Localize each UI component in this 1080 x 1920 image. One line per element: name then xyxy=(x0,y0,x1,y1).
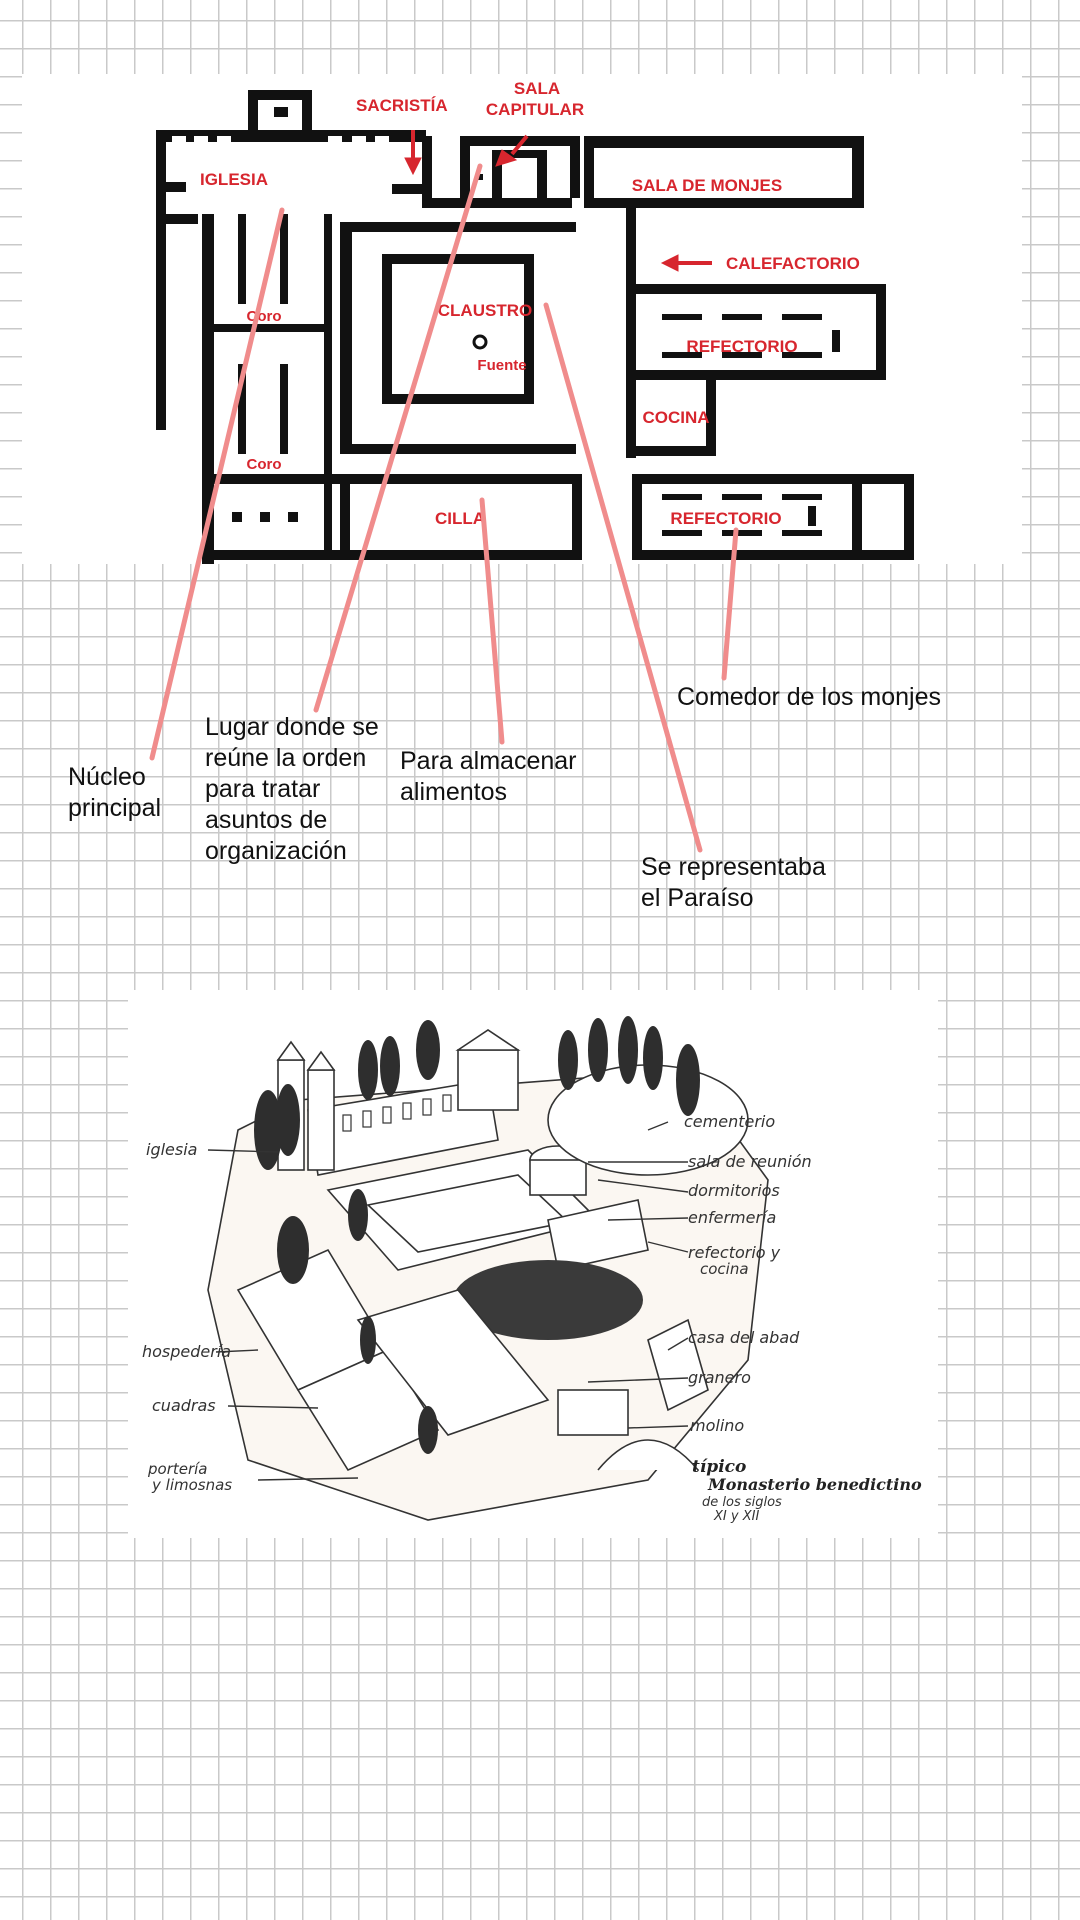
note-lugar-line-2: reúne la orden xyxy=(205,744,367,772)
claustro-label: CLAUSTRO xyxy=(438,301,532,320)
coro-label-2: Coro xyxy=(247,456,282,473)
note-comedor-line-1: Comedor de los monjes xyxy=(677,683,942,711)
note-refectorio: Comedor de los monjes xyxy=(677,682,941,713)
note-paraiso-line-1: Se representaba xyxy=(641,853,826,881)
note-cilla: Para almacenar alimentos xyxy=(400,746,576,808)
sacristia-label: SACRISTÍA xyxy=(356,96,448,115)
aerial-refectorio-label-2: cocina xyxy=(700,1260,749,1278)
aerial-sketch xyxy=(207,1016,769,1521)
fuente-label: Fuente xyxy=(477,357,526,374)
note-nucleo-line-1: Núcleo xyxy=(68,763,146,791)
coro-label-1: Coro xyxy=(247,308,282,325)
note-lugar-line-1: Lugar donde se xyxy=(205,713,379,741)
sala-capitular-label-line1: SALA xyxy=(514,79,560,98)
aerial-enfermeria-label: enfermería xyxy=(688,1208,776,1227)
refectorio-label-2: REFECTORIO xyxy=(670,509,781,528)
aerial-sala-reunion-label: sala de reunión xyxy=(688,1152,812,1171)
refectorio-label-1: REFECTORIO xyxy=(686,337,797,356)
note-almacenar-line-1: Para almacenar xyxy=(400,747,577,775)
aerial-view-panel: iglesia hospedería cuadras portería y li… xyxy=(128,990,938,1538)
cocina-label: COCINA xyxy=(642,408,709,427)
note-claustro: Se representaba el Paraíso xyxy=(641,852,826,914)
note-lugar-line-5: organización xyxy=(205,837,347,865)
aerial-caption-line-1: típico xyxy=(692,1457,746,1477)
aerial-casa-abad-label: casa del abad xyxy=(688,1328,800,1347)
note-lugar-line-3: para tratar xyxy=(205,775,321,803)
aerial-cementerio-label: cementerio xyxy=(684,1112,775,1131)
aerial-caption-line-3: de los siglos xyxy=(702,1495,782,1510)
note-sala-capitular: Lugar donde se reúne la orden para trata… xyxy=(205,712,379,867)
note-paraiso-line-2: el Paraíso xyxy=(641,884,754,912)
aerial-molino-label: molino xyxy=(690,1416,744,1435)
plan-arrows xyxy=(404,130,712,272)
aerial-granero-label: granero xyxy=(688,1368,751,1387)
aerial-iglesia-label: iglesia xyxy=(146,1140,197,1159)
aerial-dormitorios-label: dormitorios xyxy=(688,1181,780,1200)
cilla-label: CILLA xyxy=(435,509,485,528)
aerial-caption-line-2: Monasterio benedictino xyxy=(707,1475,922,1494)
sala-monjes-label: SALA DE MONJES xyxy=(632,176,783,195)
plan-walls xyxy=(156,90,914,564)
monastery-floor-plan: SACRISTÍA SALA CAPITULAR IGLESIA SALA DE… xyxy=(156,79,914,564)
iglesia-label: IGLESIA xyxy=(200,170,268,189)
calefactorio-label: CALEFACTORIO xyxy=(726,254,860,273)
sala-capitular-label-line2: CAPITULAR xyxy=(486,100,584,119)
note-lugar-line-4: asuntos de xyxy=(205,806,328,834)
note-nucleo-principal: Núcleo principal xyxy=(68,762,161,824)
aerial-hospederia-label: hospedería xyxy=(142,1342,231,1361)
monastery-aerial-drawing: iglesia hospedería cuadras portería y li… xyxy=(142,1016,922,1524)
aerial-refectorio-label-1: refectorio y xyxy=(688,1243,781,1262)
floor-plan-panel: SACRISTÍA SALA CAPITULAR IGLESIA SALA DE… xyxy=(22,74,1022,564)
aerial-porteria-label-2: y limosnas xyxy=(151,1476,232,1494)
aerial-cuadras-label: cuadras xyxy=(152,1396,216,1415)
note-nucleo-line-2: principal xyxy=(68,794,162,822)
aerial-caption-line-4: XI y XII xyxy=(713,1509,759,1524)
aerial-porteria-label-1: portería xyxy=(147,1460,208,1478)
note-almacenar-line-2: alimentos xyxy=(400,778,507,806)
